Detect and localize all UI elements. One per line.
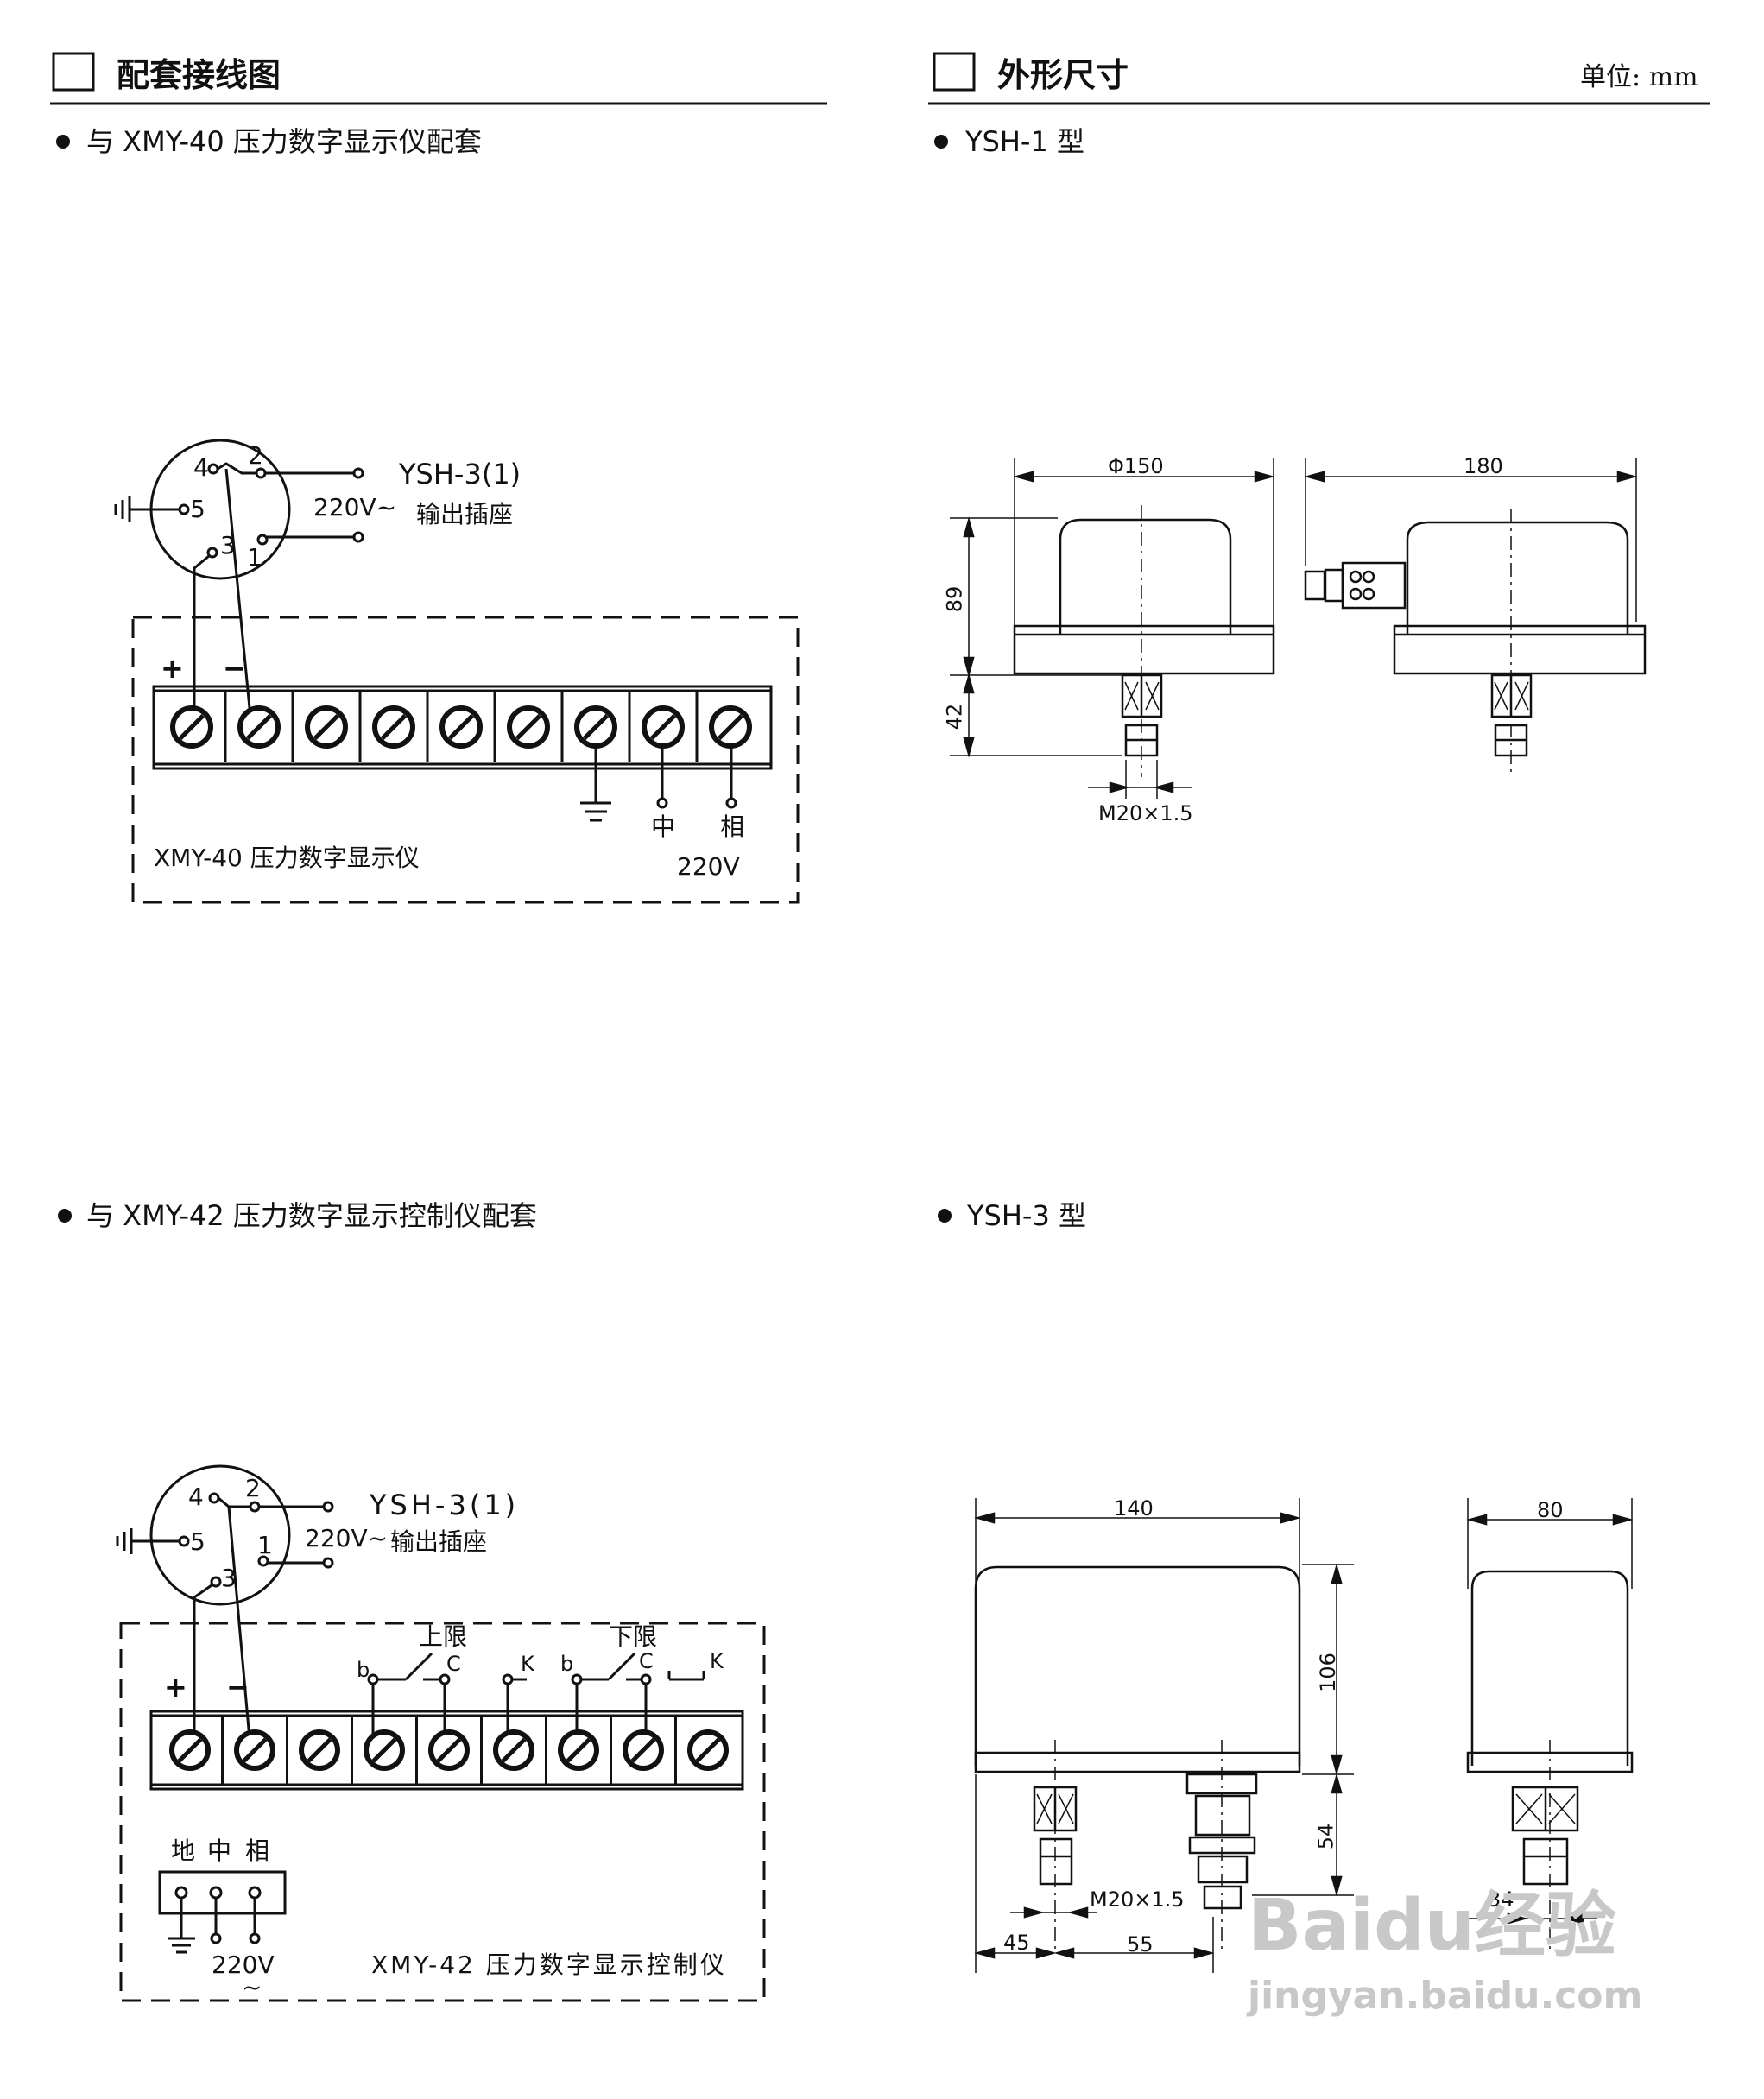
left-section-header: 配套接线图 [117, 56, 281, 94]
neutral-label-1: 中 [651, 812, 676, 841]
lower-limit-label: 下限 [609, 1622, 658, 1651]
screw-slot [246, 714, 272, 740]
pin2-label-1: 1 [257, 1531, 273, 1559]
watermark-brand: Baidu经验 [1248, 1885, 1617, 1967]
pin-label-2: 2 [248, 441, 263, 470]
screw-slot [566, 1737, 591, 1763]
ysh3-thread: M20×1.5 [1090, 1887, 1185, 1912]
screw-slot [179, 714, 205, 740]
screw-slot [307, 1737, 332, 1763]
phase-label-2: 相 [245, 1837, 270, 1865]
contact-k-upper: K [521, 1652, 534, 1676]
pin2-label-3: 3 [221, 1564, 237, 1592]
watermark-url: jingyan.baidu.com [1248, 1974, 1643, 2018]
power-label-1: 220V [677, 852, 740, 881]
ysh1-dim-diameter: Φ150 [1108, 454, 1164, 478]
pin2-label-2: 2 [245, 1474, 261, 1502]
ysh3-dim-depth: 80 [1537, 1498, 1564, 1522]
neutral-label-2: 中 [207, 1837, 232, 1865]
ysh3-dim-lower: 54 [1313, 1823, 1338, 1850]
minus-label-1: − [223, 652, 246, 685]
unit-label: 单位: mm [1580, 62, 1698, 92]
screw-slot [515, 714, 541, 740]
screw-slot [381, 714, 407, 740]
instrument-label-2: XMY-42 压力数字显示控制仪 [371, 1950, 727, 1979]
ysh1-thread: M20×1.5 [1098, 801, 1193, 825]
screw-slot [583, 714, 609, 740]
screw-slot [650, 714, 676, 740]
left-header-checkbox [52, 52, 95, 92]
pin-label-5: 5 [190, 495, 205, 523]
ysh1-dim-width: 180 [1464, 454, 1503, 478]
right-section-header: 外形尺寸 [997, 56, 1129, 94]
contact-b-upper: b [357, 1658, 370, 1682]
power-label-2: 220V [212, 1950, 275, 1979]
terminal-block-2 [169, 1716, 729, 1785]
wiring-diagram-2 [116, 1464, 766, 2002]
screw-slot [177, 1737, 203, 1763]
pin2-label-4: 4 [188, 1483, 204, 1511]
screw-slot [371, 1737, 397, 1763]
ysh3-caption: YSH-3 型 [967, 1199, 1087, 1232]
ground-label-2: 地 [171, 1837, 196, 1865]
ysh1-dim-lower: 42 [942, 703, 967, 730]
screw-slot [501, 1737, 527, 1763]
diagram1-caption: 与 XMY-40 压力数字显示仪配套 [86, 125, 482, 158]
terminal-block-1 [170, 692, 752, 762]
ysh1-outline [950, 458, 1647, 799]
socket-desc-1: 输出插座 [416, 500, 514, 528]
socket-name-1: YSH-3(1) [399, 458, 522, 490]
ysh3-dim-height: 106 [1315, 1653, 1340, 1692]
socket-desc-2: 输出插座 [390, 1527, 488, 1556]
pin-label-1: 1 [247, 543, 262, 572]
contact-b-lower: b [560, 1652, 574, 1676]
right-header-checkbox [933, 52, 976, 92]
screw-slot [313, 714, 339, 740]
contact-c-lower: C [639, 1649, 654, 1673]
pin-label-4: 4 [193, 453, 209, 482]
instrument-label-1: XMY-40 压力数字显示仪 [154, 844, 420, 872]
ysh3-dim-55: 55 [1127, 1932, 1154, 1957]
contact-c-upper: C [446, 1652, 461, 1676]
screw-slot [436, 1737, 462, 1763]
diagram2-caption: 与 XMY-42 压力数字显示控制仪配套 [86, 1199, 537, 1232]
plus-label-2: + [164, 1671, 187, 1704]
pin-label-3: 3 [220, 531, 236, 560]
ysh3-dim-45: 45 [1003, 1931, 1030, 1955]
screw-slot [448, 714, 474, 740]
screw-slot [630, 1737, 656, 1763]
power-symbol-2: ~ [242, 1973, 262, 2001]
ysh3-dim-34: 34 [1488, 1887, 1514, 1912]
wiring-diagram-1 [114, 439, 800, 904]
screw-slot [718, 714, 743, 740]
socket-name-2: YSH-3(1) [370, 1489, 520, 1521]
screw-slot [242, 1737, 268, 1763]
ysh1-dim-height: 89 [942, 585, 967, 613]
ysh3-dim-width: 140 [1114, 1496, 1154, 1521]
screw-slot [695, 1737, 721, 1763]
power-leads-1 [580, 745, 737, 822]
phase-label-1: 相 [720, 812, 745, 841]
ysh1-caption: YSH-1 型 [965, 125, 1085, 158]
pin2-label-5: 5 [190, 1527, 205, 1556]
upper-limit-label: 上限 [419, 1622, 468, 1651]
ysh3-outline [974, 1498, 1634, 1973]
voltage-label-1: 220V~ [313, 493, 397, 522]
plus-label-1: + [161, 652, 184, 685]
minus-label-2: − [226, 1671, 250, 1704]
contact-k-lower: K [710, 1649, 724, 1673]
voltage-label-2: 220V~ [305, 1524, 389, 1552]
